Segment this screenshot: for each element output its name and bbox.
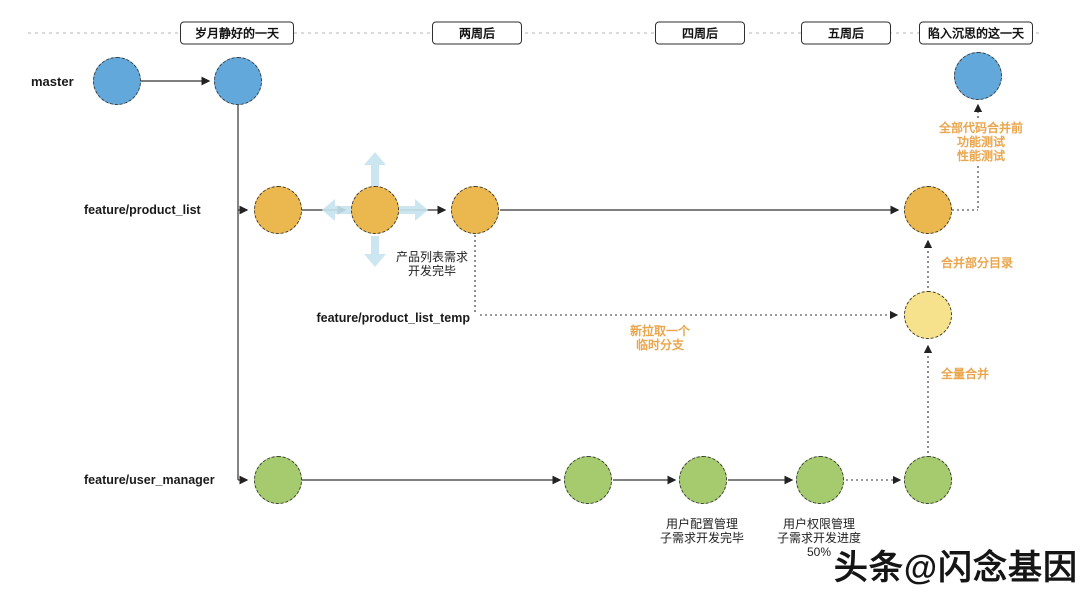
note-merge-partial-dirs: 合并部分目录 xyxy=(941,256,1014,270)
commit-product-list-2-draggable[interactable] xyxy=(351,186,399,234)
branch-label-product-list: feature/product_list xyxy=(84,203,201,217)
timeline-label-day-pondering: 陷入沉思的这一天 xyxy=(918,21,1034,45)
commit-user-manager-2 xyxy=(564,456,612,504)
branch-label-user-manager: feature/user_manager xyxy=(84,473,215,487)
timeline-label-two-weeks: 两周后 xyxy=(431,21,523,45)
move-arrows-icon[interactable] xyxy=(322,152,428,267)
note-merge-full: 全量合并 xyxy=(941,367,990,381)
note-new-temp-branch: 新拉取一个 临时分支 xyxy=(600,324,720,352)
note-user-perm-progress: 用户权限管理 子需求开发进度 50% xyxy=(776,517,861,559)
commit-product-list-3 xyxy=(451,186,499,234)
timeline-label-four-weeks: 四周后 xyxy=(654,21,746,45)
commit-user-manager-4 xyxy=(796,456,844,504)
watermark-toutiao: 头条@闪念基因 xyxy=(833,549,1078,587)
note-pre-merge-tests: 全部代码合并前 功能测试 性能测试 xyxy=(921,121,1041,163)
commit-user-manager-1 xyxy=(254,456,302,504)
commit-master-final xyxy=(954,52,1002,100)
branch-label-product-list-temp: feature/product_list_temp xyxy=(316,311,470,325)
branch-label-master: master xyxy=(31,74,74,89)
commit-user-manager-3 xyxy=(679,456,727,504)
note-user-config-done: 用户配置管理 子需求开发完毕 xyxy=(659,517,744,545)
commit-product-list-merged xyxy=(904,186,952,234)
commit-master-2 xyxy=(214,57,262,105)
note-product-list-done: 产品列表需求 开发完毕 xyxy=(395,250,468,278)
commit-master-1 xyxy=(93,57,141,105)
commit-user-manager-5 xyxy=(904,456,952,504)
commit-product-list-1 xyxy=(254,186,302,234)
commit-product-list-temp xyxy=(904,291,952,339)
timeline-label-five-weeks: 五周后 xyxy=(800,21,892,45)
timeline-label-day-calm: 岁月静好的一天 xyxy=(179,21,295,45)
